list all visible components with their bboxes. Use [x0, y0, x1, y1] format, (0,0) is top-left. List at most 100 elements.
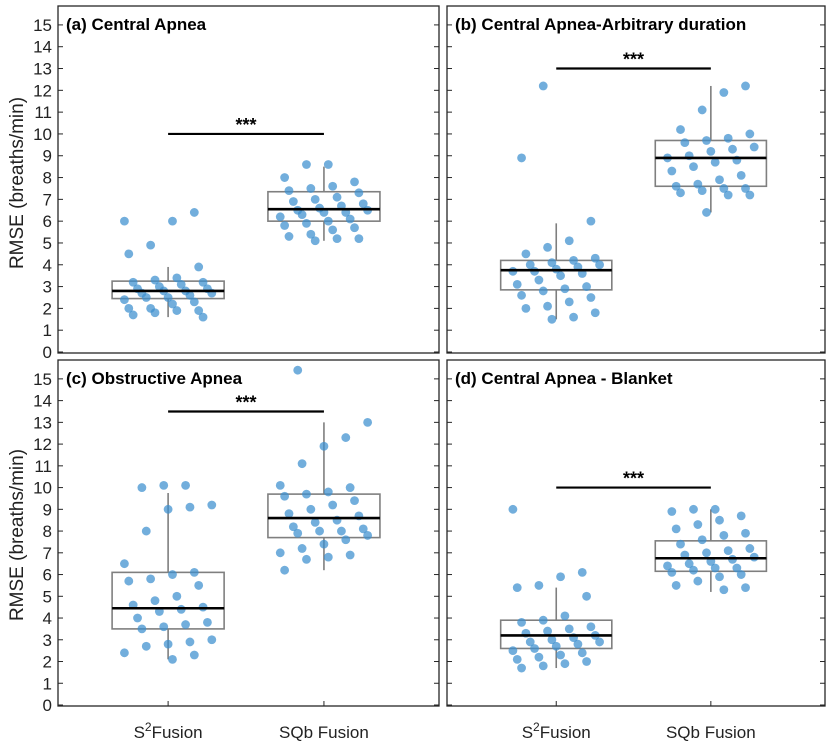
data-point	[310, 194, 320, 204]
data-point	[137, 624, 147, 634]
data-point	[280, 565, 290, 575]
y-axis-label-top: RMSE (breaths/min)	[7, 97, 28, 269]
x-category-label-sup: 2	[533, 720, 540, 734]
data-point	[556, 271, 565, 281]
data-point	[189, 567, 199, 577]
data-point	[358, 199, 368, 209]
group-1	[111, 208, 225, 322]
panel-title: (c) Obstructive Apnea	[66, 369, 243, 388]
data-point	[590, 308, 600, 318]
data-point	[556, 572, 565, 582]
x-category-label: SQb Fusion	[279, 723, 369, 742]
data-point	[150, 596, 160, 606]
panel-title: (a) Central Apnea	[66, 15, 207, 34]
data-point	[595, 637, 604, 647]
data-point	[302, 489, 311, 499]
y-tick-label: 13	[33, 60, 52, 79]
data-point	[354, 234, 364, 244]
data-point	[280, 491, 290, 501]
data-point	[323, 552, 333, 562]
data-point	[332, 192, 342, 202]
data-point	[586, 216, 596, 226]
data-point	[275, 212, 285, 222]
data-point	[168, 216, 177, 226]
data-point	[306, 504, 316, 514]
group-1	[111, 481, 225, 664]
data-point	[741, 81, 750, 91]
y-axis-label-bottom: RMSE (breaths/min)	[7, 449, 28, 621]
y-tick-label: 13	[33, 413, 52, 432]
data-point	[702, 208, 711, 217]
data-point	[573, 639, 583, 649]
x-category-label: SQb Fusion	[666, 723, 756, 742]
data-point	[663, 561, 672, 571]
data-point	[693, 179, 703, 189]
data-point	[749, 142, 759, 152]
data-point	[667, 166, 677, 176]
data-point	[168, 654, 177, 664]
data-point	[671, 181, 681, 191]
data-point	[141, 526, 151, 536]
data-point	[168, 299, 177, 309]
group-1	[499, 81, 613, 324]
data-point	[306, 184, 316, 193]
panel-frame	[57, 359, 440, 707]
x-category-label: S2Fusion	[522, 720, 591, 742]
data-point	[745, 129, 755, 139]
y-tick-label: 9	[43, 147, 52, 166]
data-point	[582, 282, 591, 291]
data-point	[689, 565, 698, 575]
y-tick-label: 5	[43, 587, 52, 606]
data-point	[741, 528, 750, 538]
data-point	[517, 290, 526, 300]
box	[267, 493, 381, 539]
data-point	[306, 229, 316, 239]
data-point	[723, 546, 733, 556]
y-tick-label: 7	[43, 544, 52, 563]
data-point	[141, 293, 151, 302]
data-point	[332, 234, 342, 244]
data-point	[185, 502, 195, 512]
data-point	[328, 500, 338, 510]
data-point	[547, 258, 557, 267]
data-point	[667, 567, 677, 577]
y-tick-label: 10	[33, 479, 52, 498]
data-point	[530, 644, 539, 653]
data-point	[345, 550, 355, 560]
data-point	[172, 591, 182, 601]
data-point	[745, 190, 755, 200]
data-point	[689, 162, 698, 172]
data-point	[194, 262, 204, 272]
data-point	[345, 214, 355, 224]
y-tick-label: 9	[43, 500, 52, 519]
data-point	[538, 81, 548, 91]
data-point	[120, 559, 129, 569]
y-tick-label: 2	[43, 299, 52, 318]
data-point	[319, 441, 329, 451]
data-point	[689, 504, 698, 514]
data-point	[525, 260, 535, 270]
y-tick-label: 8	[43, 522, 52, 541]
data-point	[676, 188, 685, 198]
x-category-label-base: S	[134, 723, 145, 742]
data-point	[693, 576, 703, 586]
panel-title: (b) Central Apnea-Arbitrary duration	[455, 15, 746, 34]
significance-label: ***	[236, 115, 257, 135]
x-category-label-rest: Fusion	[152, 723, 203, 742]
data-point	[741, 184, 750, 193]
y-tick-label: 4	[43, 256, 52, 275]
data-point	[302, 554, 311, 564]
data-point	[323, 487, 333, 497]
x-category-label-rest: Fusion	[540, 723, 591, 742]
y-axis-label-top-text: RMSE (breaths/min)	[7, 97, 28, 269]
group-1	[499, 504, 613, 673]
data-point	[163, 639, 173, 649]
data-point	[120, 216, 129, 226]
data-point	[350, 177, 359, 187]
data-point	[124, 303, 134, 313]
y-tick-label: 4	[43, 609, 52, 628]
data-point	[358, 524, 368, 534]
data-point	[146, 574, 156, 584]
